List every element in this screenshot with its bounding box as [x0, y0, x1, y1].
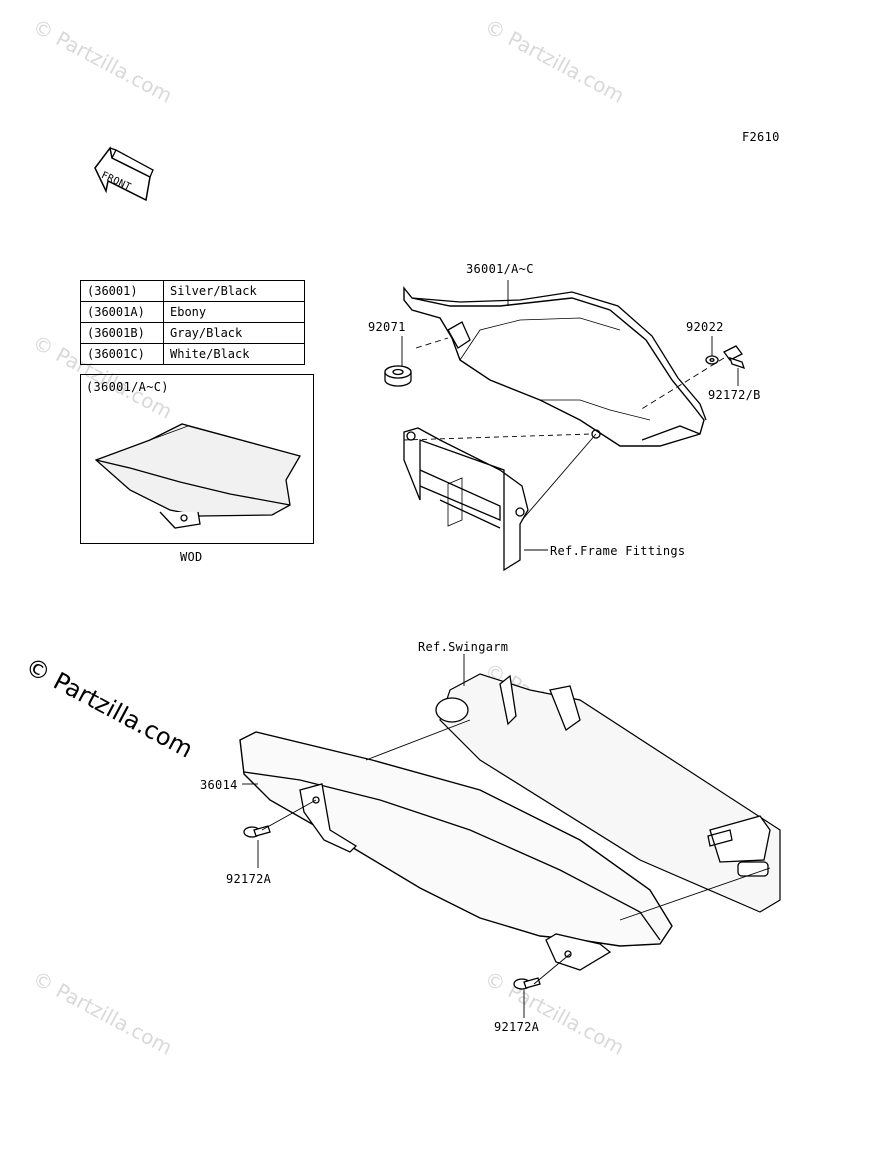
inset-title: (36001/A~C) [86, 380, 169, 394]
grommet-drawing [384, 365, 412, 387]
part-code-cell: (36001B) [80, 322, 164, 344]
color-cell: White/Black [163, 343, 305, 365]
bolt-92172a-left-drawing [243, 825, 271, 838]
chain-cover-drawing [239, 731, 673, 971]
table-row: (36001B) Gray/Black [80, 322, 305, 344]
leader-lines [242, 280, 771, 1018]
bolt-92172b-drawing [723, 345, 746, 370]
part-label-side-cover[interactable]: 36001/A~C [466, 262, 534, 276]
part-label-grommet[interactable]: 92071 [368, 320, 406, 334]
part-label-bolt-a-right[interactable]: 92172A [494, 1020, 540, 1034]
figure-code: F2610 [742, 130, 780, 144]
inset-caption: WOD [180, 550, 203, 564]
table-row: (36001A) Ebony [80, 301, 305, 323]
table-row: (36001C) White/Black [80, 343, 305, 365]
table-row: (36001) Silver/Black [80, 280, 305, 302]
color-table: (36001) Silver/Black (36001A) Ebony (360… [80, 280, 305, 365]
bolt-92172a-right-drawing [513, 977, 541, 990]
front-arrow-icon [94, 146, 154, 202]
color-cell: Gray/Black [163, 322, 305, 344]
part-code-cell: (36001C) [80, 343, 164, 365]
washer-drawing [705, 355, 719, 365]
part-code-cell: (36001) [80, 280, 164, 302]
part-code-cell: (36001A) [80, 301, 164, 323]
inset-side-cover-drawing [94, 423, 301, 529]
part-label-frame-ref: Ref.Frame Fittings [550, 544, 686, 558]
side-cover-drawing [403, 286, 707, 447]
color-cell: Silver/Black [163, 280, 305, 302]
frame-fittings-drawing [403, 427, 529, 572]
part-label-bolt-a-left[interactable]: 92172A [226, 872, 272, 886]
inset-box [80, 374, 314, 544]
color-cell: Ebony [163, 301, 305, 323]
part-label-washer[interactable]: 92022 [686, 320, 724, 334]
swingarm-drawing [435, 673, 781, 913]
part-label-swingarm-ref: Ref.Swingarm [418, 640, 509, 654]
part-label-bolt-b[interactable]: 92172/B [708, 388, 761, 402]
part-label-chain-cover[interactable]: 36014 [200, 778, 238, 792]
